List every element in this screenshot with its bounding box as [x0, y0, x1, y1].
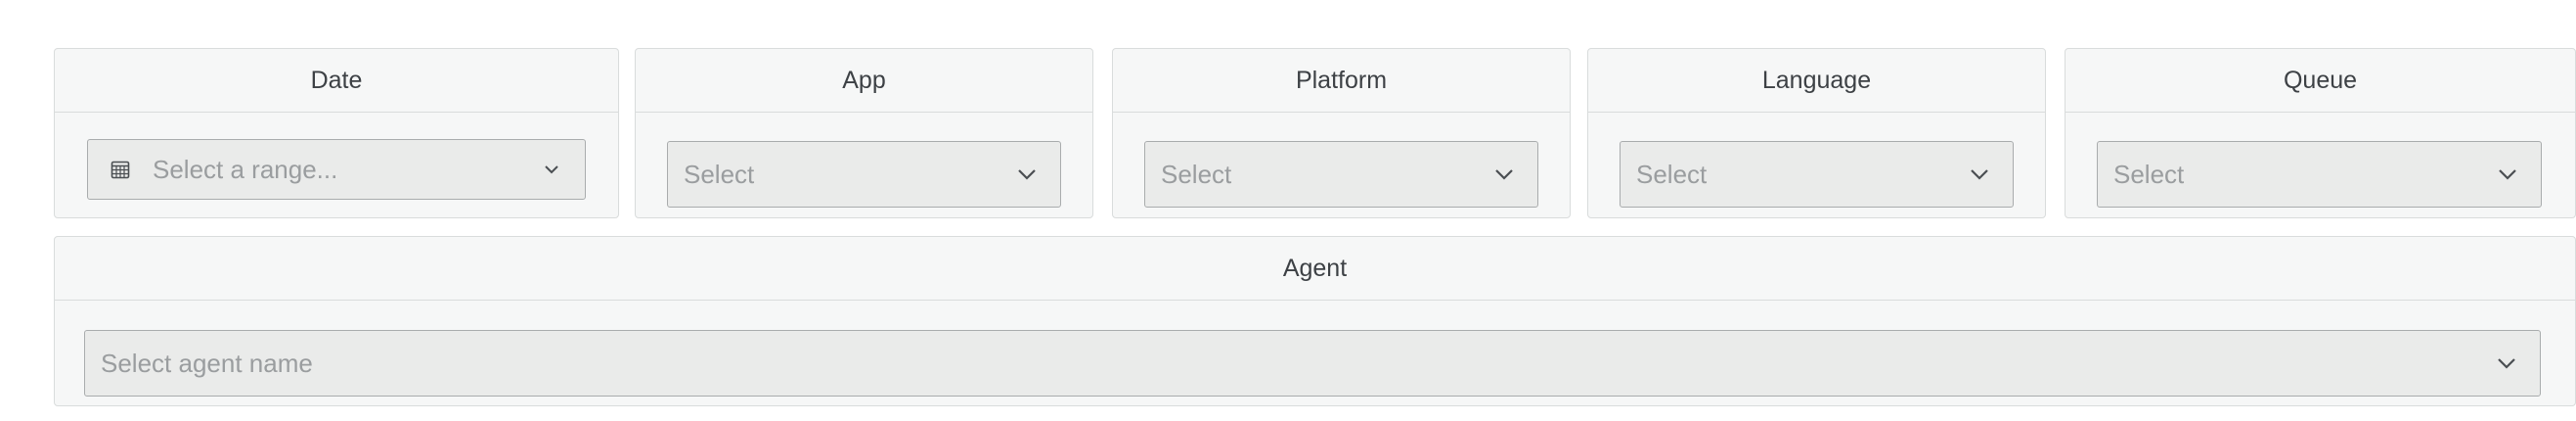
calendar-icon	[110, 159, 131, 180]
queue-select-placeholder: Select	[2113, 159, 2185, 189]
date-filter-panel: Date Select a range...	[54, 48, 619, 218]
queue-filter-panel: Queue Select	[2065, 48, 2576, 218]
app-select-placeholder: Select	[684, 159, 755, 189]
language-filter-panel: Language Select	[1587, 48, 2046, 218]
language-select[interactable]: Select	[1620, 141, 2014, 208]
agent-filter-panel: Agent Select agent name	[54, 236, 2576, 406]
chevron-down-icon	[2495, 351, 2518, 375]
chevron-down-icon	[1968, 163, 1991, 186]
agent-select-placeholder: Select agent name	[101, 348, 313, 378]
platform-filter-panel: Platform Select	[1112, 48, 1571, 218]
date-range-picker[interactable]: Select a range...	[87, 139, 586, 200]
date-range-placeholder: Select a range...	[153, 154, 338, 184]
agent-select[interactable]: Select agent name	[84, 330, 2541, 397]
agent-filter-title: Agent	[55, 237, 2575, 301]
chevron-down-icon	[540, 158, 563, 181]
app-filter-panel: App Select	[635, 48, 1093, 218]
date-filter-title: Date	[55, 49, 618, 113]
app-select[interactable]: Select	[667, 141, 1061, 208]
language-filter-title: Language	[1588, 49, 2045, 113]
app-filter-title: App	[636, 49, 1092, 113]
language-select-placeholder: Select	[1636, 159, 1708, 189]
platform-select-placeholder: Select	[1161, 159, 1232, 189]
queue-filter-title: Queue	[2065, 49, 2575, 113]
queue-select[interactable]: Select	[2097, 141, 2542, 208]
chevron-down-icon	[1492, 163, 1516, 186]
chevron-down-icon	[2496, 163, 2519, 186]
chevron-down-icon	[1015, 163, 1039, 186]
platform-select[interactable]: Select	[1144, 141, 1538, 208]
platform-filter-title: Platform	[1113, 49, 1570, 113]
